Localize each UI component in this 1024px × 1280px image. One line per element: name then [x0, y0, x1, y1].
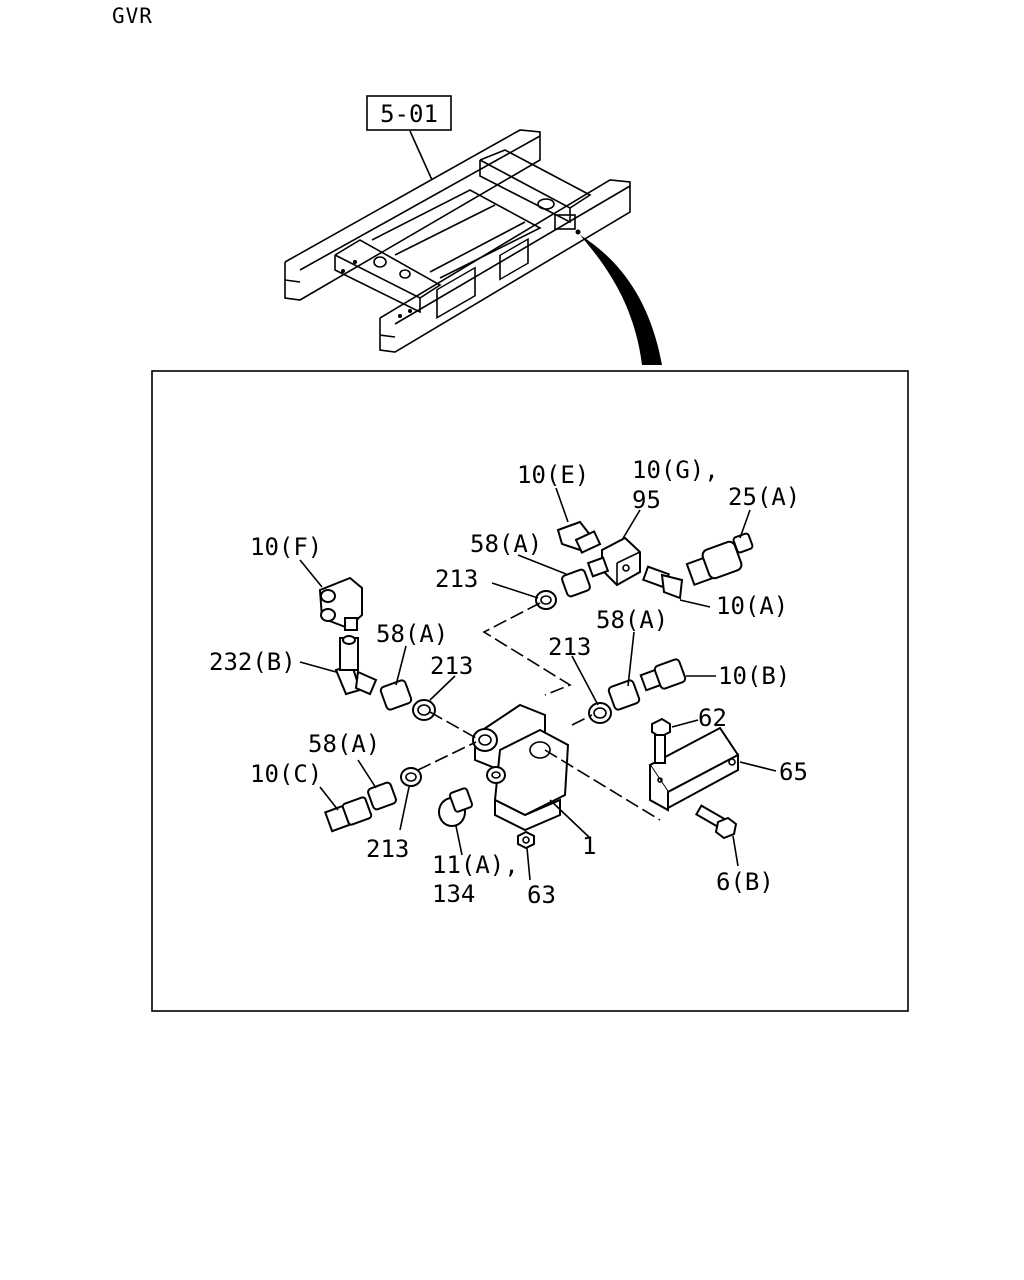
chassis-frame: 5-01	[284, 95, 662, 365]
callout-10f[interactable]: 10(F)	[250, 533, 322, 561]
callout-213-2[interactable]: 213	[430, 652, 473, 680]
valve-assembly-1	[472, 703, 570, 832]
callout-213-4[interactable]: 213	[366, 835, 409, 863]
callout-58a-1[interactable]: 58(A)	[470, 530, 542, 558]
callout-213-1[interactable]: 213	[435, 565, 478, 593]
callout-labels: 10(E) 10(G), 95 25(A) 10(F) 58(A) 213 10…	[209, 456, 808, 909]
callout-213-3[interactable]: 213	[548, 633, 591, 661]
callout-6b[interactable]: 6(B)	[716, 868, 774, 896]
callout-58a-3[interactable]: 58(A)	[596, 606, 668, 634]
elbow-fitting-10a	[641, 565, 684, 600]
callout-1[interactable]: 1	[582, 832, 596, 860]
callout-95[interactable]: 95	[632, 486, 661, 514]
elbow-fitting-10e	[556, 520, 602, 554]
callout-10b[interactable]: 10(B)	[718, 662, 790, 690]
detail-frame	[151, 370, 909, 1012]
reference-box	[366, 95, 452, 131]
tee-fitting-232b	[334, 635, 378, 696]
callout-134[interactable]: 134	[432, 880, 475, 908]
reference-label[interactable]: 5-01	[380, 100, 438, 128]
callout-10e[interactable]: 10(E)	[517, 461, 589, 489]
callout-58a-2[interactable]: 58(A)	[376, 620, 448, 648]
fitting-10c	[323, 796, 373, 833]
page-code: GVR	[112, 4, 153, 28]
callout-58a-4[interactable]: 58(A)	[308, 730, 380, 758]
callout-62[interactable]: 62	[698, 704, 727, 732]
parts	[318, 520, 754, 850]
nut-63	[517, 830, 535, 850]
callout-232b[interactable]: 232(B)	[209, 648, 296, 676]
dash-leaders	[417, 602, 661, 821]
bolt-6b	[695, 804, 738, 840]
union-58a	[367, 568, 641, 811]
callout-10c[interactable]: 10(C)	[250, 760, 322, 788]
bracket-65	[648, 726, 740, 812]
washer-213	[400, 590, 612, 787]
callout-10g[interactable]: 10(G),	[632, 456, 719, 484]
fitting-10b	[639, 658, 687, 692]
leader-lines	[299, 487, 777, 881]
callout-10a[interactable]: 10(A)	[716, 592, 788, 620]
callout-63[interactable]: 63	[527, 881, 556, 909]
bolt-62	[651, 717, 671, 764]
block-95	[586, 536, 641, 587]
callout-11a[interactable]: 11(A),	[432, 851, 519, 879]
plug-11a	[438, 787, 474, 827]
pressure-switch-25a	[685, 532, 754, 587]
callout-25a[interactable]: 25(A)	[728, 483, 800, 511]
elbow-fitting-10f	[318, 576, 363, 631]
callout-65[interactable]: 65	[779, 758, 808, 786]
